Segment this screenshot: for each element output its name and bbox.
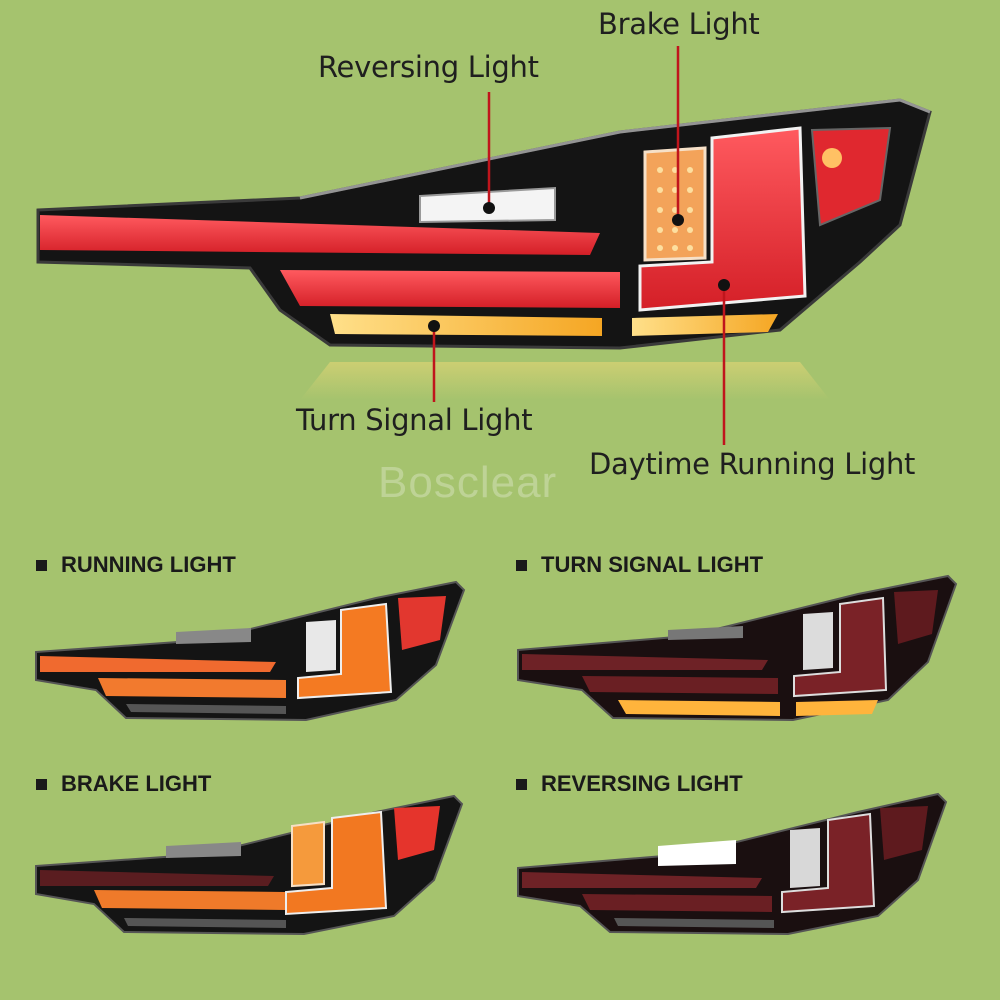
reversing-light-callout: Reversing Light: [318, 50, 539, 84]
turn-signal-light-callout: Turn Signal Light: [296, 403, 533, 437]
reversing-light-label: REVERSING LIGHT: [516, 771, 743, 797]
running-light-illustration: [35, 580, 466, 722]
turn-signal-light-illustration: [517, 574, 958, 722]
square-bullet-icon: [516, 559, 527, 571]
main-tail-light-illustration: [36, 46, 932, 445]
square-bullet-icon: [516, 778, 527, 790]
reversing-light-illustration: [517, 792, 948, 936]
brake-light-illustration: [35, 794, 464, 936]
square-bullet-icon: [36, 778, 47, 790]
running-light-label: RUNNING LIGHT: [36, 552, 236, 578]
brand-watermark: Bosclear: [378, 458, 558, 507]
turn-signal-light-label: TURN SIGNAL LIGHT: [516, 552, 763, 578]
brake-light-label: BRAKE LIGHT: [36, 771, 211, 797]
square-bullet-icon: [36, 559, 47, 571]
brake-light-callout: Brake Light: [598, 7, 760, 41]
daytime-running-light-callout: Daytime Running Light: [589, 447, 916, 481]
